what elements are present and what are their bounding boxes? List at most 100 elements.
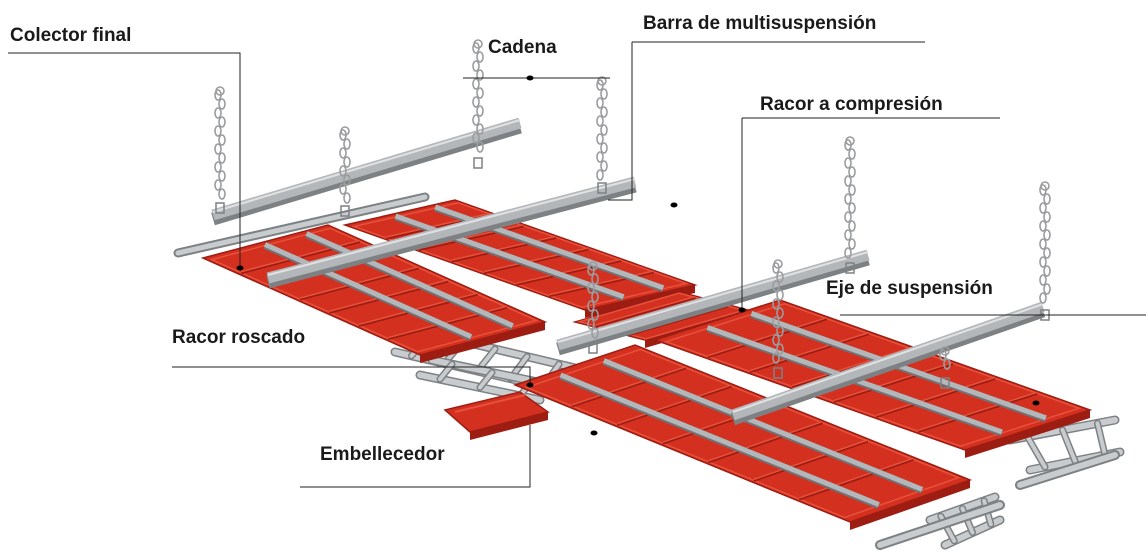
chain-8-link (1039, 256, 1047, 268)
panel-right-tube-shadow (707, 317, 828, 359)
chain-8-link (1043, 247, 1051, 259)
marker-dot-1 (670, 202, 678, 208)
chain-1-link (218, 98, 226, 110)
panel-right-tube (791, 346, 912, 387)
chain-2-clip (340, 205, 350, 217)
chain-8-link (1039, 184, 1047, 196)
chain-4-link (600, 106, 608, 118)
label-barra-multisuspension: Barra de multisuspensión (643, 13, 877, 34)
chain-4-link (596, 115, 604, 127)
chain-4-link (596, 79, 604, 91)
chain-7-link (844, 211, 852, 223)
chain-8-link (1039, 220, 1047, 232)
panel-right-tube (749, 331, 869, 372)
chain-1-link (218, 116, 226, 128)
panel-bottom-tube (798, 457, 914, 499)
label-racor-roscado: Racor roscado (172, 327, 306, 348)
chain-7-link (844, 193, 852, 205)
panel-bottom-tube-shadow (616, 384, 732, 426)
panel-right-tube (707, 316, 827, 357)
chain-6-clip (773, 367, 783, 379)
pipe-connector-highlight (1095, 421, 1107, 457)
panel-left-rim (209, 227, 539, 353)
panel-small-connector-tube (595, 295, 696, 326)
chain-8-link (1039, 292, 1047, 304)
panel-bottom-tube-shadow (707, 421, 823, 464)
chain-6-link (772, 298, 780, 310)
chain-3-link (476, 87, 484, 99)
suspension-bar-middle-highlight (557, 251, 869, 343)
chain-4-link (596, 151, 604, 163)
panel-top-middle-front-edge (585, 285, 695, 318)
chain-6-link (776, 271, 784, 283)
leader-dot-racor-roscado (526, 382, 534, 388)
panel-left-stiffener (263, 242, 473, 339)
embellecedor-trim-highlight (454, 394, 526, 413)
panel-right-tube-shadow (875, 376, 996, 418)
leader-dot-racor-compresion (738, 307, 746, 313)
panel-bottom-tube (617, 384, 732, 425)
chain-6-link (776, 307, 784, 319)
chain-4-link (600, 124, 608, 136)
panel-top-middle-tube (451, 235, 557, 261)
chain-8-link (1039, 202, 1047, 214)
chain-7-link (848, 148, 856, 160)
leader-colector-final (8, 52, 241, 268)
chain-6-link (776, 289, 784, 301)
colector-final-pipe-highlight (175, 194, 428, 256)
chain-9-link (943, 358, 951, 370)
chain-1-link (218, 188, 226, 200)
chain-3-link (472, 60, 480, 72)
leader-embellecedor (300, 425, 531, 488)
chain-1-link (214, 107, 222, 119)
chain-5-clip (588, 342, 598, 354)
label-racor-compresion: Racor a compresión (760, 94, 943, 115)
label-colector-final: Colector final (10, 25, 132, 46)
chain-2-link (339, 129, 347, 141)
end-pipe-highlight (1017, 452, 1118, 488)
panel-top-middle-rim (351, 201, 689, 309)
chain-6-link (772, 316, 780, 328)
embellecedor-trim-edge (470, 412, 548, 440)
panel-right-rim (663, 302, 1082, 448)
leader-dot-cadena (526, 75, 534, 81)
chain-4-clip (597, 182, 607, 194)
panel-top-middle-tube (386, 212, 491, 238)
panel-bottom-tube (707, 420, 823, 462)
multisuspension-bar-highlight (267, 178, 636, 276)
chain-3-link (476, 141, 484, 153)
chain-1-clip (215, 202, 225, 214)
chain-3-link (472, 132, 480, 144)
chain-6-link (776, 343, 784, 355)
chain-2-link (343, 138, 351, 150)
chain-3-link (476, 123, 484, 135)
label-eje-suspension: Eje de suspensión (826, 278, 993, 299)
panel-top-middle-tube (549, 270, 654, 296)
suspension-bar-top-highlight (212, 119, 521, 213)
label-embellecedor: Embellecedor (320, 444, 445, 465)
panel-bottom-tube-shadow (798, 457, 914, 501)
chain-5-link (587, 300, 595, 312)
chain-5-link (587, 318, 595, 330)
chain-1-link (218, 134, 226, 146)
chain-5-link (587, 282, 595, 294)
chain-1-link (214, 143, 222, 155)
chain-4-link (600, 160, 608, 172)
chain-2-link (343, 192, 351, 204)
chain-8-link (1043, 229, 1051, 241)
chain-6-link (772, 262, 780, 274)
pipe-connector-highlight (478, 370, 494, 390)
chain-8-link (1043, 193, 1051, 205)
chain-2-link (339, 183, 347, 195)
chain-1-link (214, 89, 222, 101)
panel-right-tube (918, 391, 1038, 432)
panel-small-connector-tube-shadow (595, 296, 696, 328)
multisuspension-bar (266, 176, 637, 284)
chain-2-link (343, 156, 351, 168)
panel-left-front-edge (420, 322, 545, 363)
chain-4-link (596, 133, 604, 145)
chain-9-clip (940, 377, 950, 389)
pipe-connector-highlight (1025, 434, 1047, 469)
chain-7-link (844, 139, 852, 151)
